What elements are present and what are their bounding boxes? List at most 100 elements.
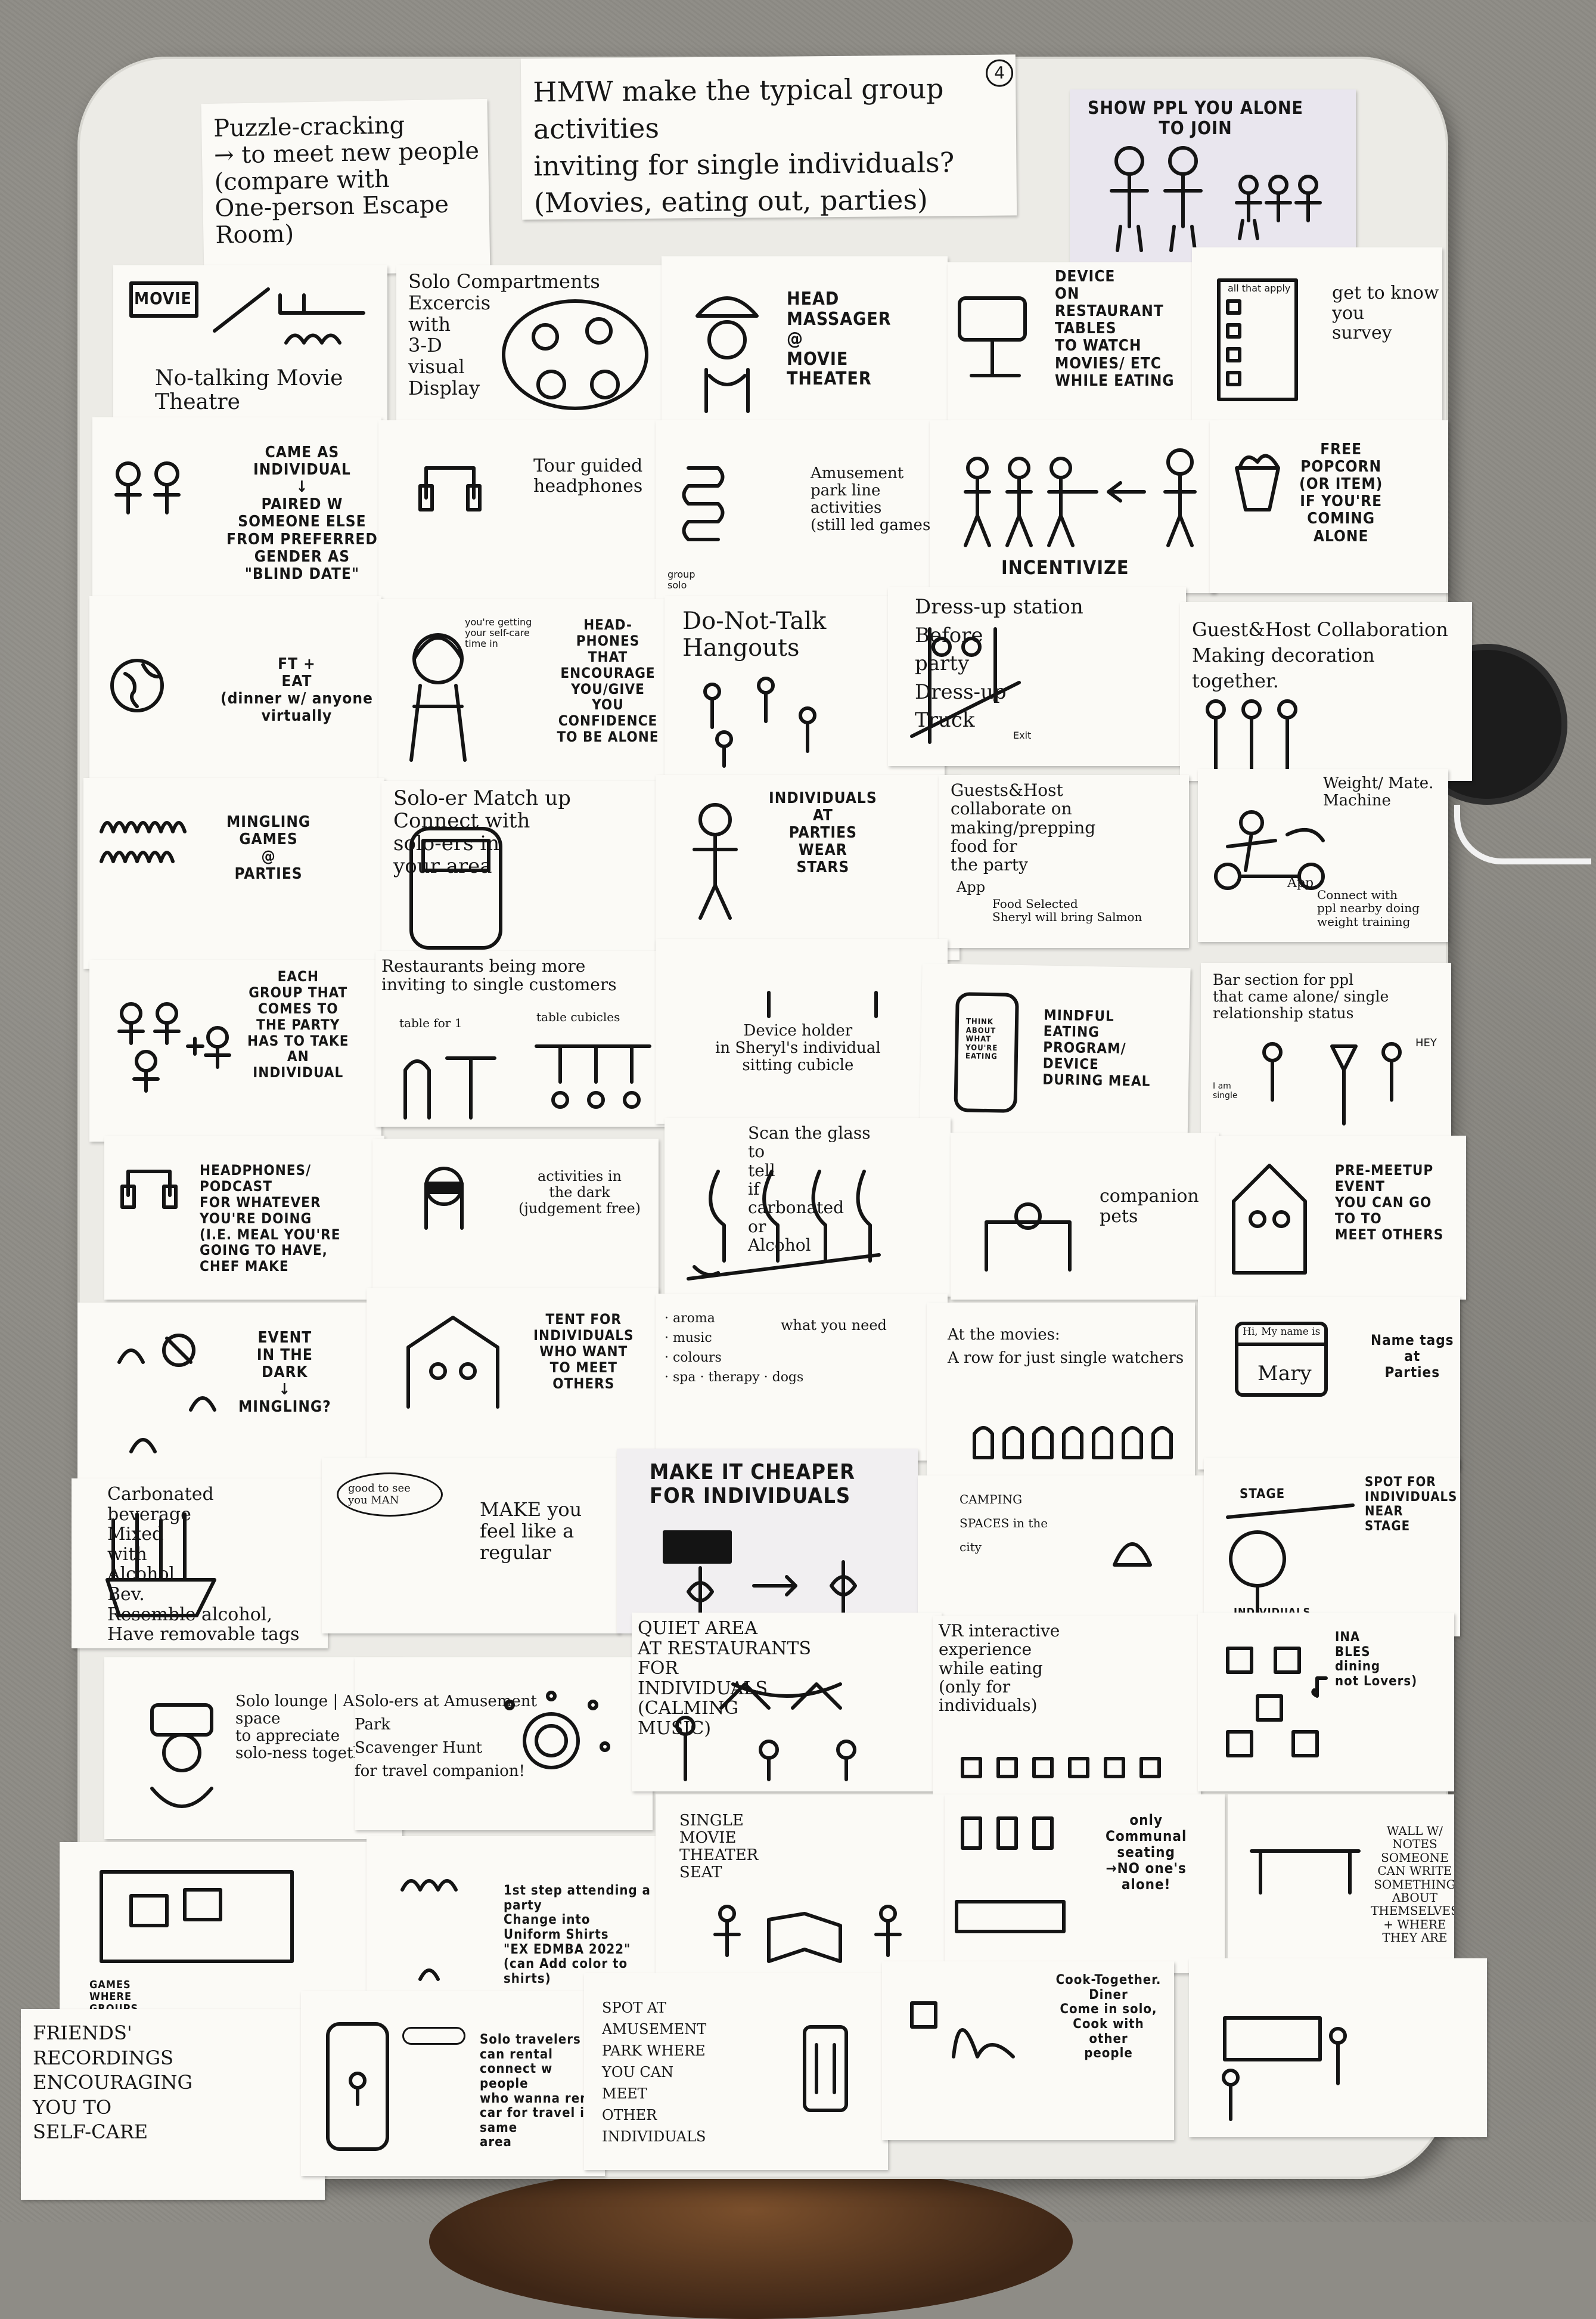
speech-bubble xyxy=(402,2027,465,2045)
note-spot-amusement: Cook-Together. Diner Come in solo, Cook … xyxy=(882,1961,1174,2140)
note-text: INCENTIVIZE xyxy=(1001,556,1129,579)
note-text: Tour guided headphones xyxy=(533,455,643,497)
vr-person-sketch xyxy=(150,1703,213,1808)
note-sightseeing: SINGLE MOVIE THEATER SEAT xyxy=(656,1794,948,1979)
note-text: Name tags at Parties xyxy=(1371,1332,1454,1381)
note-activities-dark: activities in the dark (judgement free) xyxy=(372,1139,659,1303)
note-text: EACH GROUP THAT COMES TO THE PARTY HAS T… xyxy=(247,968,349,1081)
app-label: App xyxy=(957,879,986,895)
note-text: FRIENDS' RECORDINGS ENCOURAGING YOU TO S… xyxy=(33,2022,193,2144)
note-text: Amusement park line activities (still le… xyxy=(811,464,937,535)
blindfold-face-sketch xyxy=(424,1167,464,1230)
note-movies-row: At the movies: A row for just single wat… xyxy=(927,1303,1195,1493)
note-weight-mate: Weight/ Mate. Machine App Connect with p… xyxy=(1198,769,1448,942)
note-guest-host-food: Guests&Host collaborate on making/preppi… xyxy=(939,775,1189,948)
note-show-ppl-alone: SHOW PPL YOU ALONE TO JOIN xyxy=(1070,89,1356,262)
note-text: DEVICE ON RESTAURANT TABLES TO WATCH MOV… xyxy=(1055,268,1175,390)
note-text: No-talking Movie Theatre xyxy=(155,366,343,415)
note-text: TENT FOR INDIVIDUALS WHO WANT TO MEET OT… xyxy=(533,1311,634,1392)
note-mindful-eating: THINK ABOUT WHAT YOU'RE EATING MINDFUL E… xyxy=(919,963,1191,1150)
note-text: CAME AS INDIVIDUAL ↓ PAIRED W SOMEONE EL… xyxy=(226,444,378,583)
note-text: HEAD MASSAGER @ MOVIE THEATER xyxy=(787,289,892,390)
note-companion-pets: companion pets xyxy=(951,1133,1219,1300)
note-each-group: EACH GROUP THAT COMES TO THE PARTY HAS T… xyxy=(89,960,381,1142)
popcorn-sketch xyxy=(1235,454,1280,511)
note-text: Weight/ Mate. Machine xyxy=(1323,774,1434,810)
name-tag-sketch xyxy=(1235,1322,1328,1397)
round-table-sketch xyxy=(504,1691,610,1769)
wall-sketch xyxy=(100,1870,294,1963)
compartments-sketch xyxy=(502,299,648,410)
note-guest-host-decor: Guest&Host Collaboration Making decorati… xyxy=(1180,602,1472,781)
note-device-holder: Device holder in Sheryl's individual sit… xyxy=(656,939,948,1124)
note-text: CAMPING SPACES in the city xyxy=(960,1492,1048,1554)
needs-list: · aroma · music · colours · spa · therap… xyxy=(665,1311,804,1385)
note-text: Guests&Host collaborate on making/preppi… xyxy=(951,780,1096,875)
note-text: SPOT FOR INDIVIDUALS NEAR STAGE xyxy=(1365,1475,1458,1534)
note-head-massager: HEAD MASSAGER @ MOVIE THEATER xyxy=(662,256,948,435)
note-text: Restaurants being more inviting to singl… xyxy=(381,956,617,995)
note-pre-meetup: PRE-MEETUP EVENT YOU CAN GO TO TO MEET O… xyxy=(1216,1136,1466,1300)
note-text: PRE-MEETUP EVENT YOU CAN GO TO TO MEET O… xyxy=(1335,1162,1444,1243)
note-sub-text: Connect with ppl nearby doing weight tra… xyxy=(1317,888,1420,929)
movie-theatre-sketch xyxy=(129,281,365,345)
road-trip-sketch xyxy=(803,2025,848,2112)
speech-bubble: you're getting your self-care time in xyxy=(465,616,532,649)
note-text: HEAD- PHONES THAT ENCOURAGE YOU/GIVE YOU… xyxy=(557,616,659,746)
star-person-sketch xyxy=(693,803,738,920)
note-regular: good to see you MAN MAKE you feel like a… xyxy=(322,1458,620,1633)
note-puzzle-cracking: Puzzle-cracking → to meet new people (co… xyxy=(201,98,490,277)
note-stars: INDIVIDUALS AT PARTIES WEAR STARS xyxy=(656,775,960,960)
quiet-people-sketch xyxy=(703,677,816,768)
tent-sketch xyxy=(1113,1542,1152,1567)
exit-label: Exit xyxy=(1013,730,1032,741)
device-sketch xyxy=(958,296,1027,377)
phone-sketch xyxy=(954,992,1019,1113)
note-bar-section: Bar section for ppl that came alone/ sin… xyxy=(1201,963,1451,1139)
name-tag-header: Hi, My name is xyxy=(1243,1326,1321,1338)
note-text: SPOT AT AMUSEMENT PARK WHERE YOU CAN MEE… xyxy=(602,1999,707,2145)
dark-event-sketch xyxy=(117,1334,216,1453)
note-text: QUIET AREA AT RESTAURANTS FOR INDIVIDUAL… xyxy=(638,1618,811,1739)
pet-sketch xyxy=(985,1202,1072,1272)
dress-up-sketch xyxy=(910,627,1021,744)
count-badge: 4 xyxy=(985,59,1014,87)
note-text: WALL W/ NOTES SOMEONE CAN WRITE SOMETHIN… xyxy=(1371,1824,1454,1945)
note-tour-headphones: Tour guided headphones xyxy=(378,420,659,599)
phone-keyhole-sketch xyxy=(326,2022,389,2151)
note-amusement-line: Amusement park line activities (still le… xyxy=(656,420,948,599)
track-sketch xyxy=(961,1757,1161,1778)
bottles-sketch xyxy=(105,1512,216,1617)
note-text: MAKE IT CHEAPER FOR INDIVIDUALS xyxy=(650,1460,856,1509)
checklist-header: all that apply xyxy=(1228,283,1291,294)
lounge-sketch xyxy=(675,1682,856,1781)
note-text: companion pets xyxy=(1100,1186,1199,1227)
note-dining-tables: Solo-ers at Amusement Park Scavenger Hun… xyxy=(355,1657,653,1830)
cubicle-sketch xyxy=(767,991,878,1018)
table-cubicles-label: table cubicles xyxy=(536,1010,620,1024)
kitchen-sketch xyxy=(1222,2016,1347,2121)
note-text: what you need xyxy=(781,1317,887,1334)
table-for-1-label: table for 1 xyxy=(399,1016,462,1030)
name-tag-name: Mary xyxy=(1257,1362,1312,1385)
house-sketch xyxy=(1232,1164,1307,1275)
side-label: group solo xyxy=(667,569,695,591)
phone-sketch xyxy=(409,827,502,950)
note-text: Bar section for ppl that came alone/ sin… xyxy=(1213,971,1389,1022)
stick-figures-sketch xyxy=(1110,146,1322,252)
note-scan-glass: Scan the glass to tell if carbonated or … xyxy=(665,1118,951,1297)
note-solo-travel: SPOT AT AMUSEMENT PARK WHERE YOU CAN MEE… xyxy=(584,1973,888,2170)
zigzag-line-sketch xyxy=(682,466,725,541)
speech-bubble-left: I am single xyxy=(1213,1081,1238,1100)
note-text: Guest&Host Collaboration Making decorati… xyxy=(1192,618,1448,693)
note-text: SHOW PPL YOU ALONE TO JOIN xyxy=(1088,98,1303,139)
headphones-sketch xyxy=(418,466,482,511)
note-device-tables: DEVICE ON RESTAURANT TABLES TO WATCH MOV… xyxy=(948,262,1198,423)
note-headphones-encourage: you're getting your self-care time in HE… xyxy=(378,599,665,793)
note-text: FREE POPCORN (OR ITEM) IF YOU'RE COMING … xyxy=(1299,441,1383,545)
note-text: MAKE you feel like a regular xyxy=(480,1498,582,1564)
note-text: VR interactive experience while eating (… xyxy=(939,1621,1060,1716)
wooden-stool xyxy=(429,2164,1073,2319)
globe-sketch xyxy=(110,659,164,712)
